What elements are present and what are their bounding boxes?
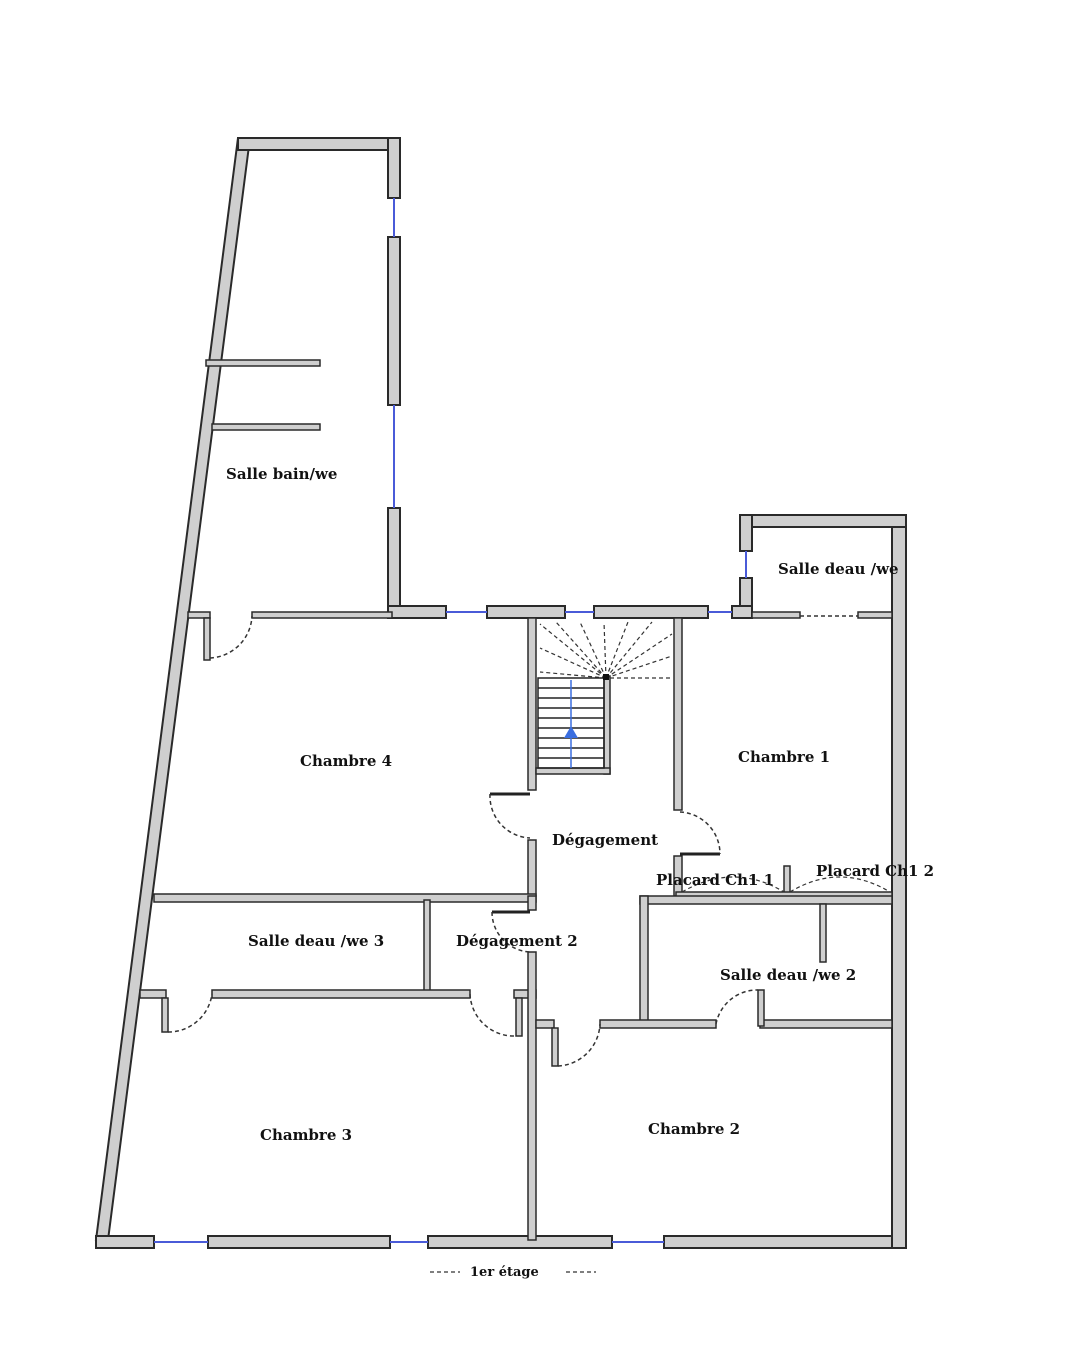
label-salle-deau-we-2: Salle deau /we 2 — [720, 966, 856, 984]
door-degagement2 — [491, 911, 531, 953]
small-bath-bottom-wall-1 — [751, 611, 801, 619]
north-wall-1 — [387, 605, 447, 619]
right-wall — [891, 514, 907, 1249]
north-wall-3 — [593, 605, 709, 619]
door-bath3-corridor — [469, 993, 517, 1037]
label-placard-ch1-2: Placard Ch1 2 — [816, 862, 934, 880]
chambre2-door-jamb — [551, 1027, 559, 1067]
doors — [167, 615, 891, 1067]
floor-caption: 1er étage — [430, 1265, 596, 1280]
wing-bottom-wall-2 — [251, 611, 393, 619]
top-wall — [237, 137, 401, 151]
bath2-west-wall — [639, 895, 649, 1025]
door-chambre4-east — [489, 793, 531, 839]
bottom-wall-3 — [427, 1235, 613, 1249]
wing-right-wall-2 — [387, 236, 401, 406]
label-placard-ch1-1: Placard Ch1 1 — [656, 871, 774, 889]
label-chambre-3: Chambre 3 — [260, 1126, 352, 1144]
corridor-west-wall-1 — [527, 895, 537, 911]
bottom-wall-2 — [207, 1235, 391, 1249]
small-bath-left-wall-1 — [739, 514, 753, 552]
bath2-north-wall — [639, 895, 893, 905]
interior-walls — [139, 359, 893, 1241]
bottom-wall-1 — [95, 1235, 155, 1249]
wing-partition-2 — [211, 423, 321, 431]
corridor-west-wall-2 — [527, 951, 537, 1241]
room-labels: Salle bain/we Salle deau /we Chambre 4 C… — [226, 465, 934, 1144]
label-degagement-2: Dégagement 2 — [456, 932, 578, 950]
label-salle-bain-we: Salle bain/we — [226, 465, 337, 483]
chambre2-north-wall-3 — [759, 1019, 893, 1029]
chambre4-door-jamb — [203, 617, 211, 661]
chambre3-door-jamb — [161, 997, 169, 1033]
label-salle-deau-we: Salle deau /we — [778, 560, 899, 578]
stair-wall-right — [603, 675, 611, 775]
stair-wall-bottom — [535, 767, 611, 775]
stair-winder — [539, 621, 673, 679]
label-chambre-2: Chambre 2 — [648, 1120, 740, 1138]
floor-label: 1er étage — [470, 1265, 539, 1280]
chambre4-east-wall-1 — [527, 617, 537, 791]
label-salle-deau-we-3: Salle deau /we 3 — [248, 932, 384, 950]
wing-right-wall-1 — [387, 137, 401, 199]
degagement2-door-jamb — [515, 997, 523, 1037]
wing-partition-1 — [205, 359, 321, 367]
label-chambre-4: Chambre 4 — [300, 752, 392, 770]
bath3-south-wall-2 — [211, 989, 471, 999]
small-bath-top-wall — [739, 514, 907, 528]
bath3-east-wall — [423, 899, 431, 993]
stair-post — [603, 674, 609, 680]
left-slanted-wall — [94, 137, 252, 1241]
label-chambre-1: Chambre 1 — [738, 748, 830, 766]
door-chambre3 — [167, 993, 213, 1033]
small-bath-bottom-wall-2 — [857, 611, 893, 619]
stair-arrow-icon — [564, 726, 578, 738]
wing-right-wall-3 — [387, 507, 401, 619]
exterior-walls — [94, 137, 907, 1249]
windows — [154, 198, 747, 1243]
bath3-south-wall-1 — [139, 989, 167, 999]
door-chambre2 — [557, 1023, 601, 1067]
bath2-partition — [819, 903, 827, 963]
chambre2-north-wall-1 — [535, 1019, 555, 1029]
north-wall-4 — [731, 605, 753, 619]
door-bath2 — [715, 989, 759, 1025]
door-chambre4 — [209, 615, 253, 659]
chambre2-north-wall-2 — [599, 1019, 717, 1029]
chambre4-east-wall-2 — [527, 839, 537, 897]
door-chambre1 — [679, 811, 721, 855]
north-wall-2 — [486, 605, 566, 619]
label-degagement: Dégagement — [552, 831, 658, 849]
door-placard-2 — [789, 876, 891, 893]
staircase — [537, 621, 673, 769]
bottom-wall-4 — [663, 1235, 907, 1249]
chambre1-west-wall — [673, 617, 683, 811]
chambre4-south-wall — [153, 893, 537, 903]
wing-bottom-wall-1 — [187, 611, 211, 619]
bath2-door-jamb — [757, 989, 765, 1027]
